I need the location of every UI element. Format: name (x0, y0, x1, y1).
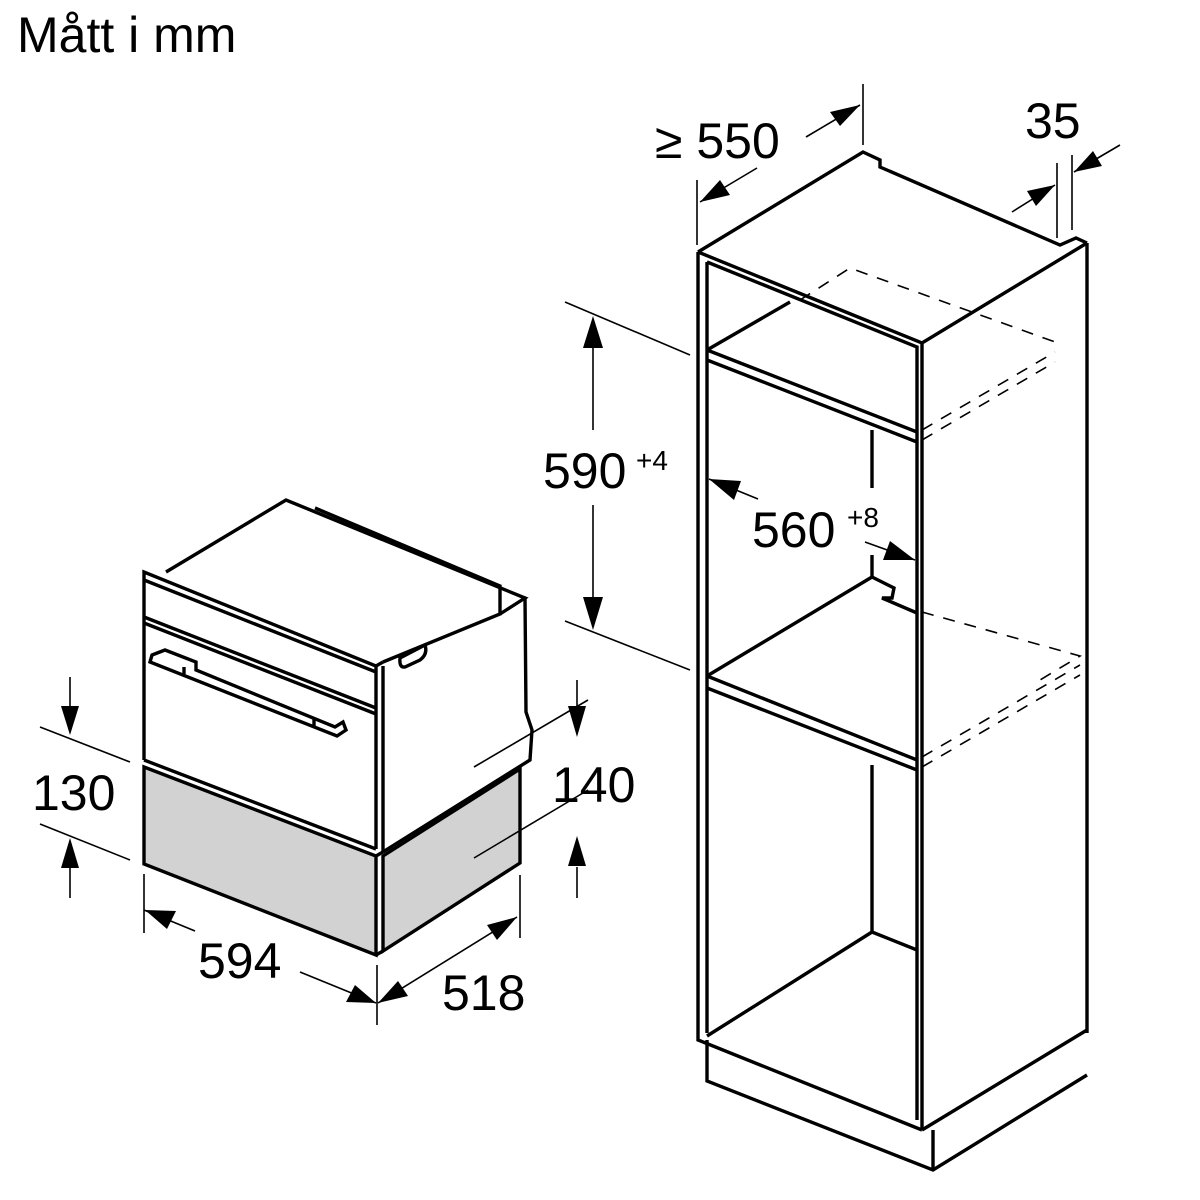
dimension-590: 590 +4 (543, 301, 691, 671)
dimension-label: 590 (543, 443, 626, 499)
dimension-518: 518 (377, 875, 525, 1021)
dimension-label: 140 (552, 757, 635, 813)
oven-handle (147, 648, 349, 738)
dimension-140: 140 (473, 680, 635, 898)
drawer-side-panel (381, 765, 522, 955)
dimension-label: 518 (442, 965, 525, 1021)
tolerance-label: +4 (636, 445, 668, 476)
oven-front (142, 569, 378, 849)
dimension-label: 560 (752, 502, 835, 558)
dimension-560: 560 +8 (708, 478, 916, 561)
dimension-label: 35 (1025, 93, 1081, 149)
dimension-594: 594 (143, 874, 378, 1025)
dimension-550: ≥ 550 (655, 84, 864, 245)
page-title: Mått i mm (17, 7, 237, 63)
tolerance-label: +8 (847, 502, 879, 533)
dimension-label: 130 (32, 765, 115, 821)
appliance-drawing (142, 498, 534, 958)
dimension-label: ≥ 550 (655, 113, 780, 169)
cabinet-drawing (696, 150, 1089, 1172)
dimension-35: 35 (1011, 93, 1121, 238)
oven-top (165, 498, 529, 616)
dimension-label: 594 (198, 933, 281, 989)
drawer-front-panel (142, 764, 378, 958)
dimension-130: 130 (32, 677, 131, 898)
